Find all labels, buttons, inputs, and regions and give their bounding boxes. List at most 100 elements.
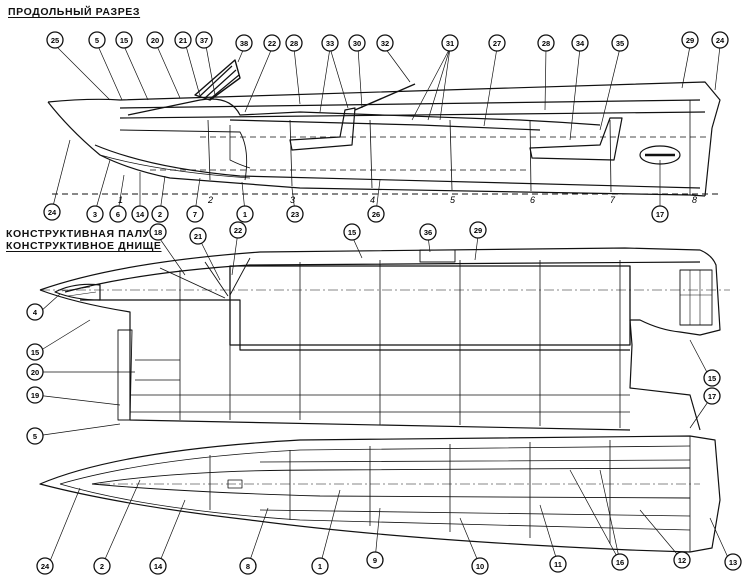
svg-text:8: 8 [246,562,250,571]
callout-side_top-14: 28 [537,34,555,52]
callout-bottom-2: 14 [149,557,167,575]
svg-text:16: 16 [616,558,624,567]
svg-text:2: 2 [100,562,104,571]
svg-text:24: 24 [41,562,50,571]
svg-text:3: 3 [93,210,97,219]
svg-text:26: 26 [372,210,380,219]
callout-side_bottom-7: 23 [286,205,304,223]
station-6: 6 [530,195,535,205]
svg-text:25: 25 [51,36,59,45]
callout-side_top-15: 34 [571,34,589,52]
svg-text:15: 15 [31,348,39,357]
svg-text:22: 22 [268,39,276,48]
svg-text:30: 30 [353,39,361,48]
svg-text:9: 9 [373,556,377,565]
callout-side_top-6: 38 [235,34,253,52]
svg-text:20: 20 [151,36,159,45]
callout-deck-8: 20 [26,363,44,381]
svg-text:24: 24 [716,36,725,45]
svg-text:17: 17 [708,392,716,401]
leader-lines [35,45,731,567]
svg-text:28: 28 [290,39,298,48]
svg-text:34: 34 [576,39,585,48]
callout-side_top-9: 33 [321,34,339,52]
callout-bottom-1: 2 [93,557,111,575]
svg-text:33: 33 [326,39,334,48]
svg-text:27: 27 [493,39,501,48]
svg-text:4: 4 [33,308,38,317]
svg-text:14: 14 [154,562,163,571]
callout-side_bottom-4: 2 [151,205,169,223]
svg-text:11: 11 [554,560,562,569]
station-7: 7 [610,195,616,205]
callout-side_bottom-5: 7 [186,205,204,223]
svg-text:35: 35 [616,39,624,48]
callout-side_top-11: 32 [376,34,394,52]
callout-side_bottom-9: 17 [651,205,669,223]
callout-side_top-3: 20 [146,31,164,49]
station-8: 8 [692,195,697,205]
callout-side_bottom-2: 6 [109,205,127,223]
station-3: 3 [290,195,295,205]
callout-deck-12: 17 [703,387,721,405]
callout-deck-10: 5 [26,427,44,445]
callout-bottom-6: 10 [471,557,489,575]
callout-deck-1: 21 [189,227,207,245]
callout-side_top-1: 5 [88,31,106,49]
callout-deck-11: 15 [703,369,721,387]
callout-side_top-17: 29 [681,31,699,49]
svg-text:38: 38 [240,39,248,48]
callout-deck-3: 15 [343,223,361,241]
deck-structure-plan [39,247,730,431]
svg-text:23: 23 [291,210,299,219]
callout-deck-2: 22 [229,221,247,239]
svg-text:15: 15 [348,228,356,237]
svg-text:36: 36 [424,228,432,237]
side-section-title: ПРОДОЛЬНЫЙ РАЗРЕЗ [8,6,141,18]
callout-side_top-8: 28 [285,34,303,52]
callout-side_top-2: 15 [115,31,133,49]
callout-deck-0: 18 [149,223,167,241]
side-hull-profile [47,59,721,197]
callout-deck-9: 19 [26,386,44,404]
svg-text:7: 7 [193,210,197,219]
callout-side_bottom-8: 26 [367,205,385,223]
svg-text:17: 17 [656,210,664,219]
callout-side_top-16: 35 [611,34,629,52]
callout-bottom-8: 16 [611,553,629,571]
svg-text:10: 10 [476,562,484,571]
callout-side_top-10: 30 [348,34,366,52]
station-5: 5 [450,195,456,205]
bottom-structure-title: КОНСТРУКТИВНОЕ ДНИЩЕ [6,240,162,252]
callout-side_top-18: 24 [711,31,729,49]
svg-text:32: 32 [381,39,389,48]
callout-bottom-4: 1 [311,557,329,575]
svg-text:24: 24 [48,208,57,217]
callout-deck-4: 36 [419,223,437,241]
callout-side_bottom-6: 1 [236,205,254,223]
svg-text:28: 28 [542,39,550,48]
callout-deck-5: 29 [469,221,487,239]
svg-text:15: 15 [120,36,128,45]
svg-text:21: 21 [179,36,187,45]
svg-text:14: 14 [136,210,145,219]
station-1: 1 [118,195,123,205]
callout-side_top-0: 25 [46,31,64,49]
callout-bottom-5: 9 [366,551,384,569]
svg-text:5: 5 [33,432,37,441]
svg-text:1: 1 [243,210,247,219]
bottom-structure-plan [39,435,721,553]
svg-text:21: 21 [194,232,202,241]
svg-text:31: 31 [446,39,454,48]
callout-side_top-13: 27 [488,34,506,52]
callout-side_bottom-0: 24 [43,203,61,221]
callout-side_top-5: 37 [195,31,213,49]
callout-deck-6: 4 [26,303,44,321]
svg-text:37: 37 [200,36,208,45]
svg-text:1: 1 [318,562,322,571]
callout-bottom-10: 13 [724,553,742,571]
svg-text:29: 29 [474,226,482,235]
svg-text:19: 19 [31,391,39,400]
station-2: 2 [207,195,213,205]
